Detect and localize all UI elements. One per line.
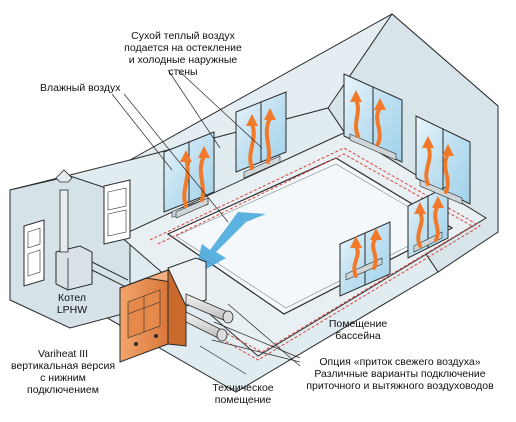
window-2 [235, 91, 287, 173]
tech-room-label: Техническое помещение [212, 382, 274, 406]
door-left [23, 219, 45, 287]
variheat-unit [119, 269, 187, 363]
warm-air-label: Сухой теплый воздух подается на остеклен… [124, 30, 242, 78]
pool [166, 157, 454, 315]
window-4 [415, 115, 471, 205]
boiler-lphw [55, 169, 93, 291]
warm-air-arrows [182, 98, 450, 278]
boiler-label: Котел LPHW [56, 292, 88, 316]
leader-lines [111, 69, 301, 375]
warm-air-arrowheads [180, 90, 454, 248]
humid-air-label: Влажный воздух [40, 82, 121, 94]
door-right [103, 179, 131, 245]
floor-grilles [175, 133, 463, 281]
window-6 [339, 221, 391, 297]
round-ducts [185, 293, 234, 342]
supply-duct-box [167, 257, 207, 307]
unit-label: Variheat III вертикальная версия с нижни… [10, 348, 116, 396]
duct-line-outer [149, 147, 481, 361]
fresh-air-option-label: Опция «приток свежего воздуха» Различные… [306, 356, 494, 392]
pool-room-label: Помещение бассейна [328, 318, 388, 342]
heating-pipes [91, 261, 129, 289]
humid-air-arrow [194, 212, 266, 276]
duct-line-inner [157, 153, 473, 353]
